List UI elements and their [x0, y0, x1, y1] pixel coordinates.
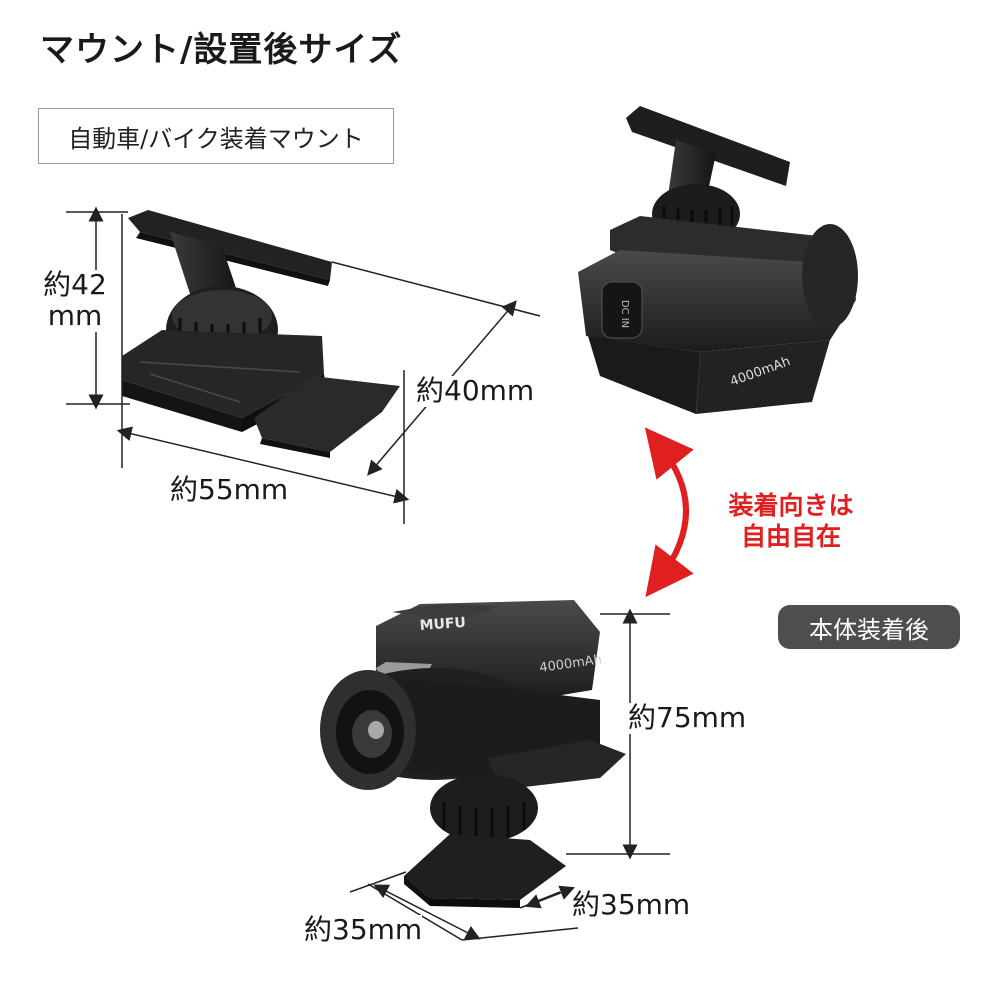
orientation-note-line1: 装着向きは [728, 491, 854, 520]
mount-height-value: 約42 [36, 269, 114, 301]
orientation-note-line2: 自由自在 [740, 522, 841, 552]
body-width-label: 約35mm [304, 913, 423, 946]
orientation-note: 装着向きは 自由自在 [716, 490, 866, 553]
mount-section-label: 自動車/バイク装着マウント [38, 108, 394, 164]
after-install-badge: 本体装着後 [778, 605, 960, 649]
body-height-label: 約75mm [628, 701, 747, 734]
camera-installed-image: MUFU 4000mAh [320, 600, 626, 908]
body-depth-label: 約35mm [572, 888, 691, 921]
page-title: マウント/設置後サイズ [40, 30, 403, 70]
dc-in-label: DC IN [619, 300, 630, 328]
battery-module-image: DC IN 4000mAh [578, 106, 858, 414]
mount-section-label-text: 自動車/バイク装着マウント [68, 124, 364, 153]
mount-width-label: 約55mm [170, 473, 289, 506]
mount-height-label: 約42 mm [36, 269, 114, 332]
orientation-arrow [644, 427, 694, 598]
after-install-badge-text: 本体装着後 [809, 615, 929, 644]
camera-dimension-lines [349, 608, 670, 941]
mount-image [122, 210, 400, 458]
mount-height-unit: mm [36, 300, 114, 332]
camera-brand-label: MUFU [419, 615, 466, 634]
mount-depth-label: 約40mm [416, 374, 535, 407]
